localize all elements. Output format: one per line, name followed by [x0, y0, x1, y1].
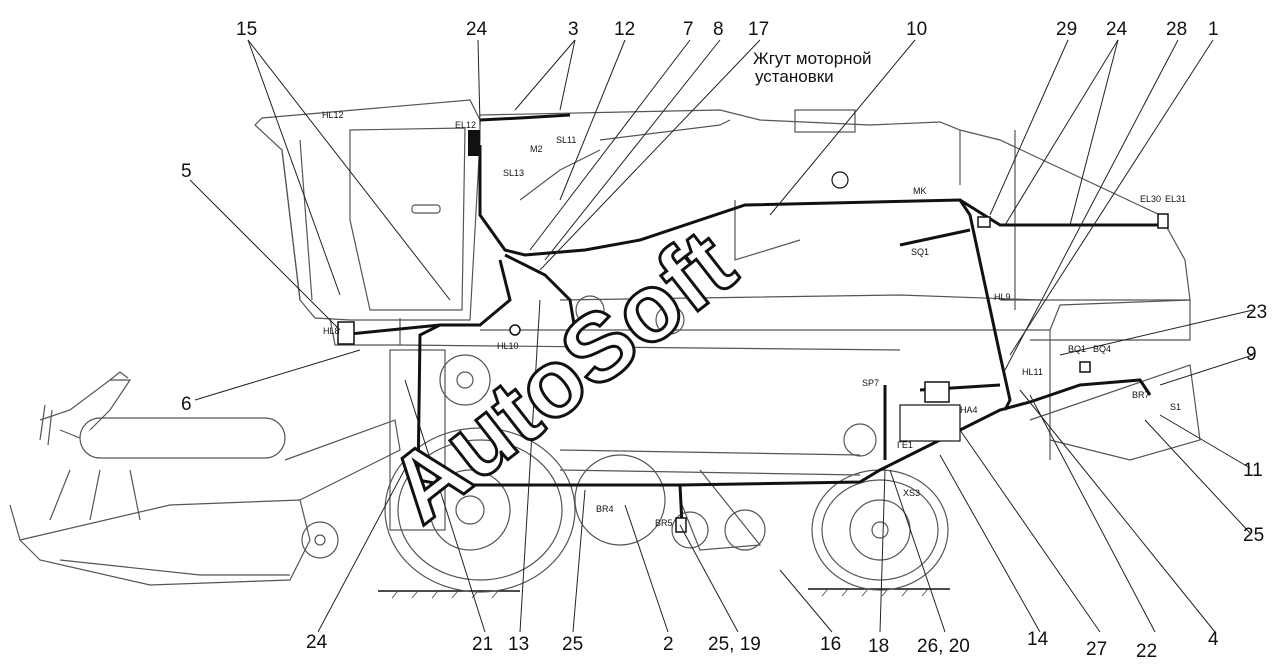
callout-24-top-right: 24	[1106, 19, 1128, 40]
label-sp7: SP7	[862, 378, 879, 388]
label-ha4: HA4	[960, 405, 978, 415]
callout-21: 21	[472, 634, 493, 655]
label-bq4: BQ4	[1093, 344, 1111, 354]
label-xs3: XS3	[903, 488, 920, 498]
note-line-1: Жгут моторной	[753, 49, 872, 68]
callout-25-bottom: 25	[562, 634, 583, 655]
callout-16: 16	[820, 634, 841, 655]
callout-18: 18	[868, 636, 889, 657]
label-hl11: HL11	[1022, 367, 1043, 377]
callout-10: 10	[906, 19, 927, 40]
callout-8: 8	[713, 19, 724, 40]
callout-7: 7	[683, 19, 694, 40]
callout-24-top-left: 24	[466, 19, 488, 40]
label-hl10: HL10	[497, 341, 519, 351]
callouts-left: 5 6	[181, 161, 192, 415]
component-labels: HL12 EL12 M2 SL11 SL13 MK EL30 EL31 SQ1 …	[322, 110, 1186, 528]
label-mk: MK	[913, 186, 927, 196]
callout-27: 27	[1086, 639, 1107, 660]
callout-26-20: 26, 20	[917, 636, 970, 657]
drive-pulleys	[439, 295, 877, 551]
label-hl12: HL12	[322, 110, 344, 120]
label-sq1: SQ1	[911, 247, 929, 257]
callouts-right: 23 9 11 25	[1243, 302, 1267, 546]
callouts-bottom: 24 21 13 25 2 25, 19 16 18 26, 20 14 27 …	[306, 629, 1219, 662]
header-reel	[9, 371, 401, 586]
label-sl13: SL13	[503, 168, 524, 178]
label-el30: EL30	[1140, 194, 1161, 204]
callouts-top: 15 24 3 12 7 8 17 10 29 24 28 1	[236, 19, 1219, 40]
rear-wheel	[811, 469, 949, 591]
front-wheel	[384, 427, 576, 593]
engine-harness-note: Жгут моторной установки	[753, 49, 872, 86]
callout-22: 22	[1136, 641, 1157, 662]
note-line-2: установки	[755, 67, 834, 86]
label-hl8: HL8	[323, 326, 340, 336]
callout-1: 1	[1208, 19, 1219, 40]
callout-23: 23	[1246, 302, 1267, 323]
callout-17: 17	[748, 19, 769, 40]
callout-28: 28	[1166, 19, 1187, 40]
callout-3: 3	[568, 19, 579, 40]
callout-11: 11	[1243, 460, 1263, 481]
callout-29: 29	[1056, 19, 1077, 40]
label-br4: BR4	[596, 504, 614, 514]
label-el31: EL31	[1165, 194, 1186, 204]
label-s1: S1	[1170, 402, 1181, 412]
callout-5: 5	[181, 161, 192, 182]
callout-13: 13	[508, 634, 529, 655]
label-el12: EL12	[455, 120, 476, 130]
harness-components	[337, 130, 1169, 533]
callout-24-bottom: 24	[306, 632, 328, 653]
label-m2: M2	[530, 144, 543, 154]
label-sl11: SL11	[556, 135, 576, 145]
callout-2: 2	[663, 634, 674, 655]
electrical-harness	[339, 113, 1160, 526]
callout-6: 6	[181, 394, 192, 415]
label-br7: BR7	[1132, 390, 1150, 400]
cab	[254, 99, 481, 346]
label-bq1: BQ1	[1068, 344, 1086, 354]
callout-4: 4	[1208, 629, 1219, 650]
callout-15: 15	[236, 19, 257, 40]
label-hl9: HL9	[994, 292, 1011, 302]
callout-14: 14	[1027, 629, 1049, 650]
watermark: AutoSoft	[369, 210, 754, 544]
callout-12: 12	[614, 19, 635, 40]
label-br5: BR5	[655, 518, 673, 528]
callout-25-right: 25	[1243, 525, 1264, 546]
callout-25-19: 25, 19	[708, 634, 761, 655]
callout-9: 9	[1246, 344, 1257, 365]
label-ge1: ГЕ1	[897, 440, 913, 450]
leader-lines	[189, 39, 1254, 633]
combine-body	[389, 109, 1201, 551]
